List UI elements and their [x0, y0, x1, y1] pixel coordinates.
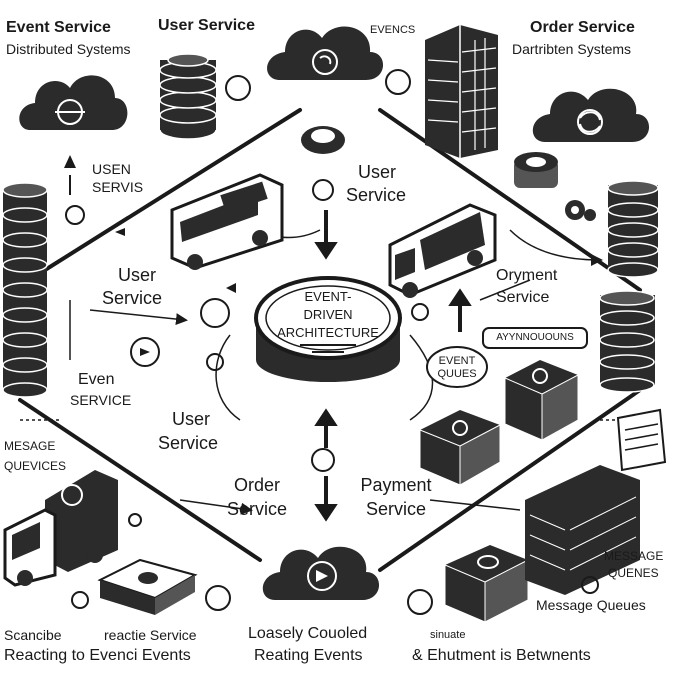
user-service-top-label: User Service	[158, 17, 255, 34]
user-service-left-label-1: User	[118, 265, 157, 285]
events-top-label: EVENCS	[370, 24, 416, 36]
message-queues-right-label-1: MESSAGE	[604, 549, 664, 563]
user-service-center-label-2: Service	[346, 185, 407, 205]
gear-icon	[514, 152, 558, 188]
servis-label: SERVIS	[92, 179, 144, 195]
user-service-low-label-2: Service	[158, 433, 219, 453]
event-queues-badge	[426, 346, 488, 388]
arrow-icon	[64, 155, 236, 356]
cloud-icon	[267, 26, 384, 80]
order-service-bottom-label-1: Order	[233, 475, 280, 495]
asynchronous-label: AYYNNOUOUNS	[496, 332, 574, 343]
server-rack-icon	[425, 25, 498, 158]
message-queues-right-label-2: QUENES	[608, 566, 659, 580]
center-arrows	[314, 210, 472, 522]
user-service-low-label-1: User	[172, 409, 211, 429]
order-service-top-label: Order Service	[530, 19, 635, 36]
oryment-label-2: Service	[496, 289, 550, 306]
even-service-label-1: Even	[78, 371, 115, 388]
message-box-icon	[616, 408, 667, 472]
bottom-line-1: Reacting to Evenci Events	[4, 647, 191, 664]
even-service-label-2: SERVICE	[70, 392, 132, 408]
core-label-3: ARCHITECTURE	[277, 325, 379, 340]
event-queues-label-1: EVENT	[438, 355, 476, 367]
asynchronous-pill	[482, 327, 588, 349]
oryment-label-1: Oryment	[496, 267, 558, 284]
database-icon	[599, 290, 655, 393]
bottom-sinuate-label: sinuate	[430, 629, 466, 641]
message-box-icon	[504, 360, 579, 441]
truck-icon	[3, 470, 118, 587]
order-service-bottom-label-2: Service	[226, 499, 288, 519]
cloud-icon	[19, 75, 128, 130]
usen-label: USEN	[92, 161, 131, 177]
bottom-line-2: Reating Events	[254, 647, 363, 664]
database-icon	[2, 182, 48, 398]
message-queues-left-label-2: QUEVICES	[4, 459, 67, 473]
user-service-center-label-1: User	[358, 162, 397, 182]
bottom-scancibe-label: Scancibe	[4, 627, 62, 643]
cloud-icon	[262, 546, 380, 600]
message-queues-left-label-1: MESAGE	[4, 439, 56, 453]
gear-icon	[565, 200, 596, 221]
distributed-systems-right-label: Dartribten Systems	[512, 41, 632, 57]
core-label-1: EVENT-	[304, 289, 352, 304]
payment-service-label-2: Service	[365, 499, 427, 519]
cloud-icon	[532, 88, 650, 142]
bottom-reactive-label: reactie Service	[104, 627, 197, 643]
bottom-loosely-label: Loasely Couoled	[248, 625, 368, 642]
bottom-line-3: & Ehutment is Betwnents	[412, 647, 591, 664]
event-queues-label-2: QUUES	[437, 368, 477, 380]
core-label-2: DRIVEN	[303, 307, 353, 322]
user-service-left-label-2: Service	[102, 288, 163, 308]
message-queues-right-label-3: Message Queues	[536, 597, 646, 613]
bus-icon	[388, 203, 497, 298]
database-icon	[607, 180, 659, 278]
message-box-icon	[419, 410, 501, 486]
message-box-icon	[97, 558, 198, 615]
distributed-systems-left-label: Distributed Systems	[6, 41, 131, 57]
connection-lines	[20, 229, 640, 515]
sign-box	[220, 181, 268, 213]
message-box-icon	[444, 545, 529, 623]
database-icon	[159, 53, 217, 140]
server-rack-icon	[525, 465, 640, 595]
payment-service-label-1: Payment	[360, 475, 432, 495]
event-service-label: Event Service	[6, 19, 111, 36]
hub-icon	[301, 126, 345, 154]
refresh-icon	[65, 69, 599, 615]
bus-icon	[170, 173, 284, 270]
core-hub	[254, 276, 402, 382]
